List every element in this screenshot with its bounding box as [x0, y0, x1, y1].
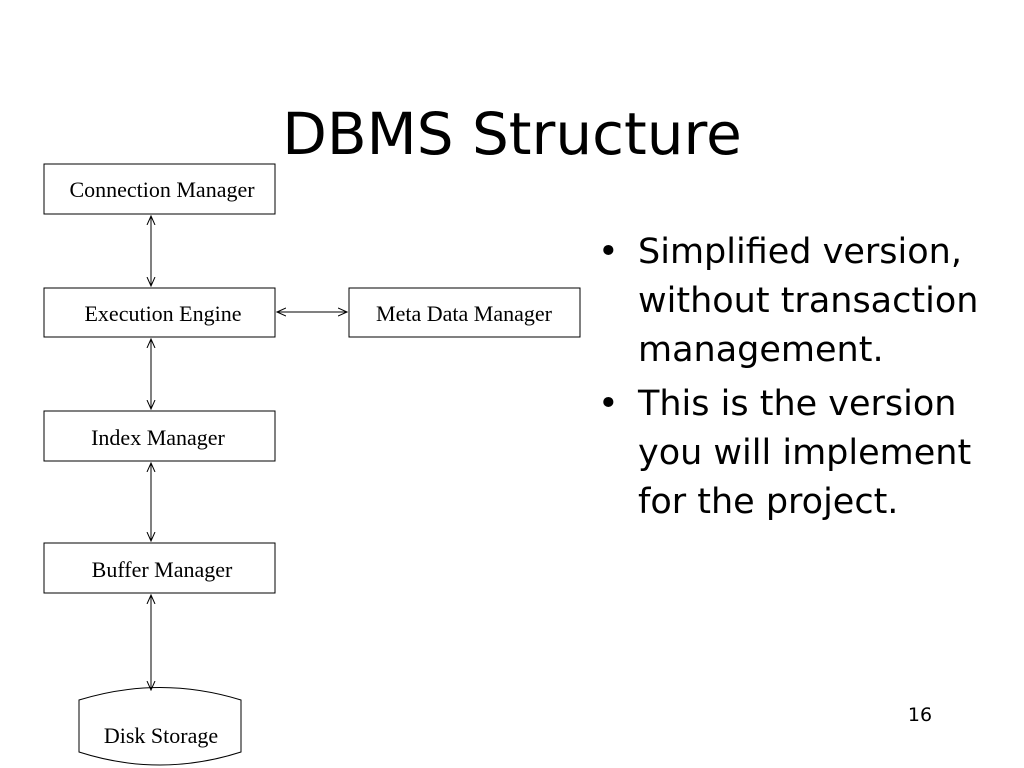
bullet-text: Simplified version, without transaction … — [638, 232, 979, 370]
meta-data-manager-box: Meta Data Manager — [348, 287, 581, 338]
buffer-manager-label: Buffer Manager — [92, 557, 233, 582]
buffer-manager-box: Buffer Manager — [43, 542, 276, 594]
disk-storage-cylinder: Disk Storage — [78, 687, 242, 766]
connection-manager-label: Connection Manager — [69, 177, 255, 202]
disk-storage-label: Disk Storage — [104, 723, 218, 748]
bullet-text: This is the version you will implement f… — [638, 384, 972, 522]
index-manager-box: Index Manager — [43, 410, 276, 462]
bullet-list: • Simplified version, without transactio… — [598, 228, 1008, 532]
index-manager-label: Index Manager — [91, 425, 225, 450]
bullet-dot-icon: • — [598, 384, 619, 424]
bullet-item: • This is the version you will implement… — [598, 380, 1008, 527]
bullet-item: • Simplified version, without transactio… — [598, 228, 1008, 375]
meta-data-manager-label: Meta Data Manager — [376, 301, 553, 326]
execution-engine-label: Execution Engine — [84, 301, 241, 326]
page-number: 16 — [907, 704, 933, 726]
connection-manager-box: Connection Manager — [43, 163, 276, 215]
bullet-dot-icon: • — [598, 232, 619, 272]
slide-title: DBMS Structure — [282, 100, 742, 168]
execution-engine-box: Execution Engine — [43, 287, 276, 338]
